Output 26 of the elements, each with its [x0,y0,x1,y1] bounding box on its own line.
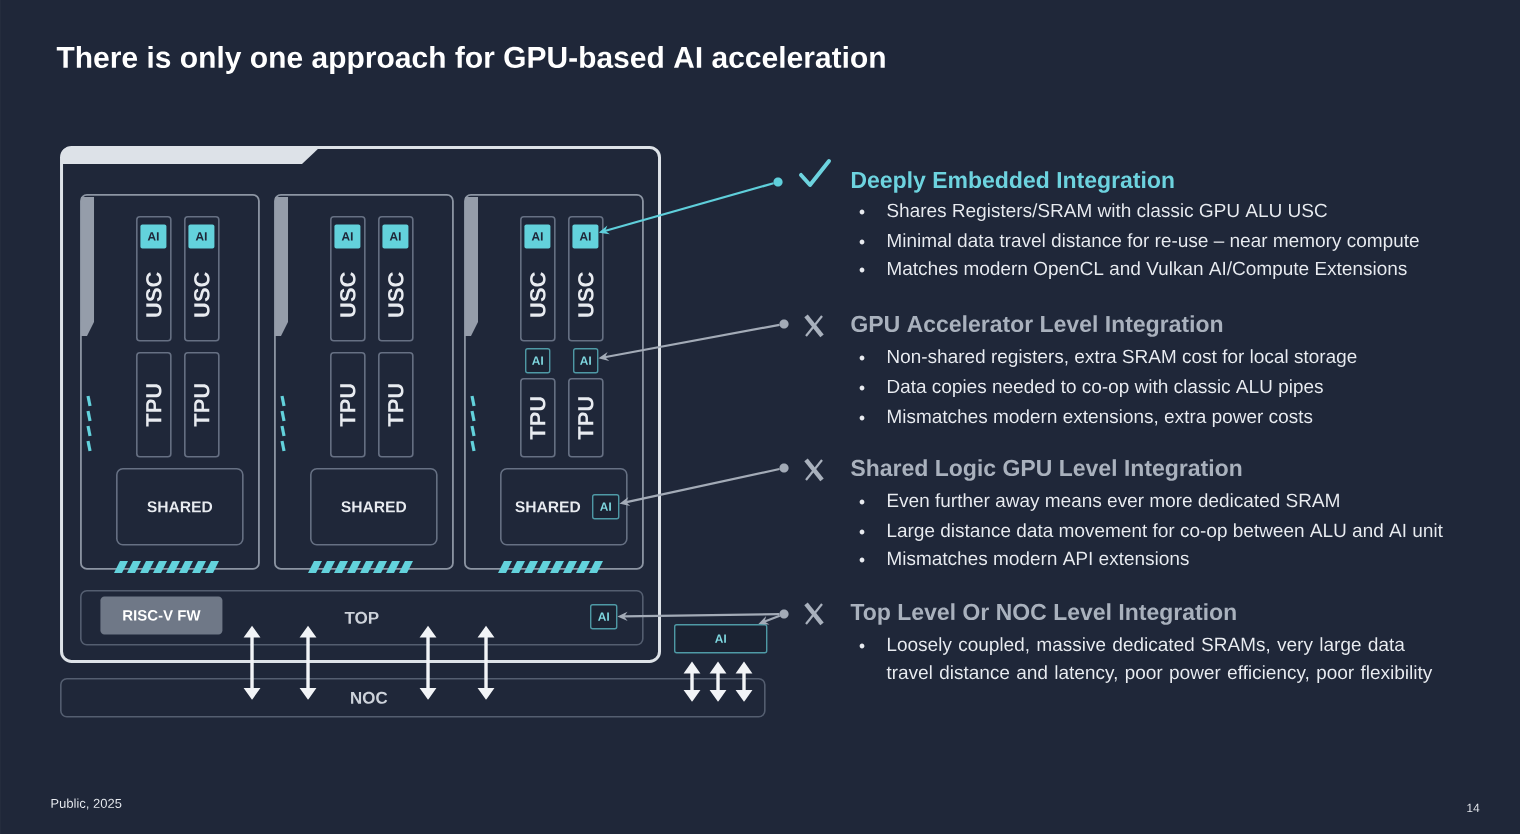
heading: Shared Logic GPU Level Integration [851,459,1242,481]
bullet-item: Mismatches modern extensions, extra power costs [859,409,1313,427]
bullet-item: Data copies needed to co-op with classic ALU pipes [859,379,1323,397]
heading: Deeply Embedded Integration [851,171,1174,193]
unit-box: TPU [568,378,604,458]
unit-box: TPU [330,352,366,458]
bullet-item: Mismatches modern API extensions [859,551,1189,566]
bullet-item: Shares Registers/SRAM with classic GPU ALU USC [859,203,1327,221]
unit-box: TPU [136,352,172,458]
unit-box: TPU [520,378,556,458]
bullet-item: Matches modern OpenCL and Vulkan AI/Compute Extensions [859,261,1407,279]
gpu-frame [60,146,661,663]
title: There is only one approach for GPU-based AI acceleration [56,46,885,74]
cluster-box [464,194,644,573]
bullet-item: Loosely coupled, massive dedicated SRAMs, very large data travel distance and latency, poor power efficiency, poor flexibility [859,637,1433,683]
cluster-box [80,194,260,573]
cluster-box [274,194,454,573]
bullet-item: Even further away means ever more dedicated SRAM [859,493,1339,511]
unit-box: TPU [184,352,220,458]
heading: GPU Accelerator Level Integration [851,315,1223,337]
bullet-item: Large distance data movement for co-op between ALU and AI unit [859,523,1443,541]
bullet-item: Minimal data travel distance for re-use – near memory compute [859,233,1419,251]
heading: Top Level Or NOC Level Integration [850,603,1236,625]
band-box: NOC [60,678,766,718]
bullet-item: Non-shared registers, extra SRAM cost for local storage [859,349,1357,367]
unit-box: TPU [378,352,414,458]
